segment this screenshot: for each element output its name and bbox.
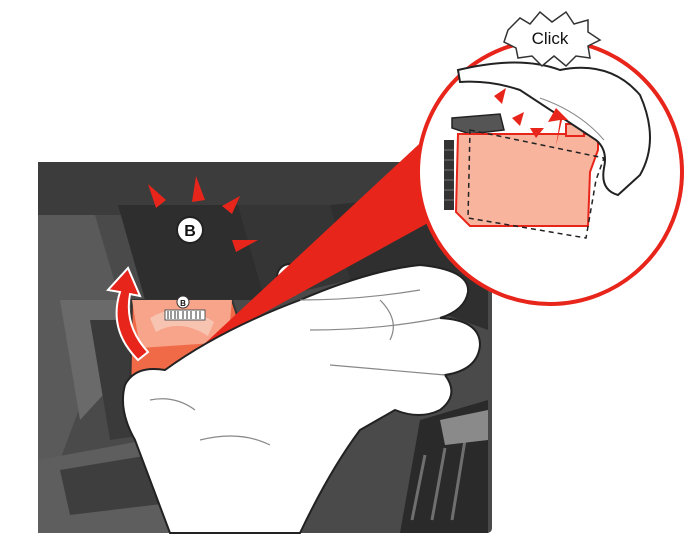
click-label: Click [532, 29, 569, 48]
click-burst: Click [504, 12, 600, 66]
cartridge-mark: B [180, 299, 186, 308]
slot-b-label: B [184, 223, 196, 240]
detail-callout [418, 40, 682, 304]
slot-b-marker: B [177, 217, 203, 243]
